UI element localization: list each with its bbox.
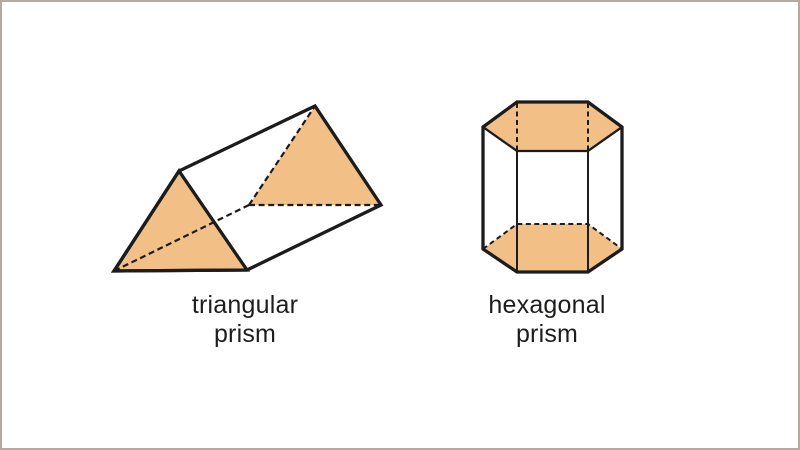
hexagonal-prism-hidden-edges-icon [482,103,623,250]
triangular-prism-label-line2: prism [213,320,277,348]
triangular-prism-hidden-edges-icon [113,105,381,272]
triangular-prism-figure [110,103,384,273]
hexagonal-prism-top-face-front-edges [482,126,623,153]
triangular-prism-label-line1: triangular [191,291,299,319]
triangular-prism-back-face [249,106,381,205]
triangular-prism-outline [110,103,384,273]
hexagonal-prism-label-line2: prism [515,320,579,348]
hexagonal-prism-label-line1: hexagonal [488,291,606,319]
triangular-prism-label: triangular prism [115,291,375,349]
hexagonal-prism-front-vertical-edges [516,151,589,272]
hexagonal-prism-outline [481,100,624,274]
triangular-prism-front-face [114,171,247,271]
hexagonal-prism-figure [481,100,624,274]
hexagonal-prism-label: hexagonal prism [417,291,677,349]
